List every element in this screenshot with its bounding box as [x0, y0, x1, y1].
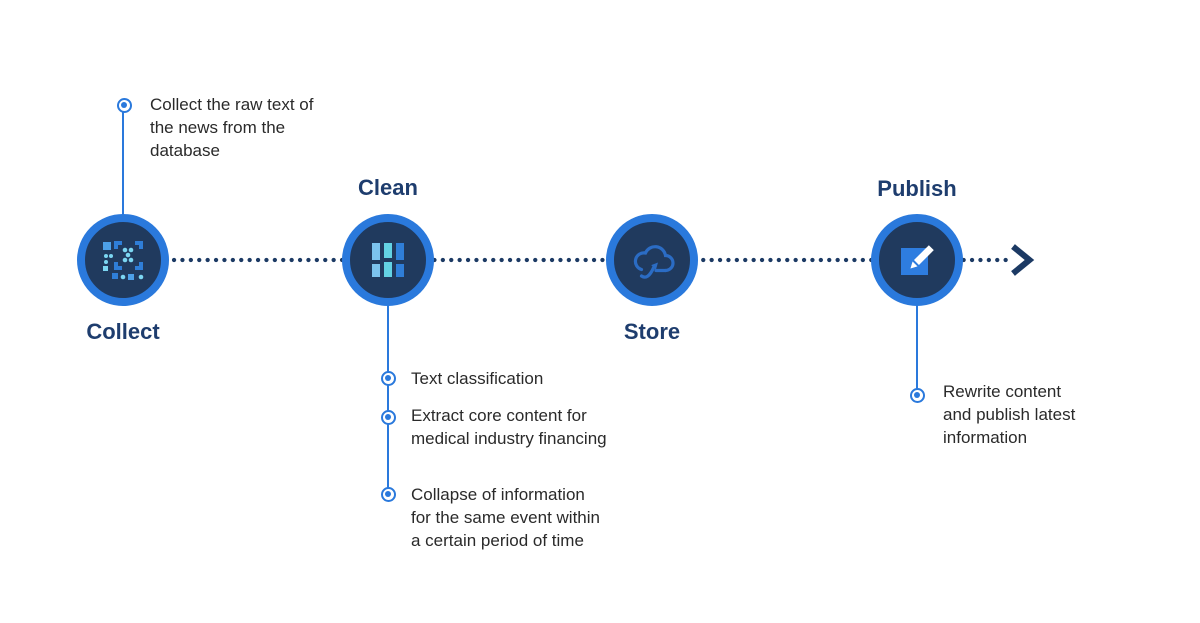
note-bullet-clean-3 — [380, 486, 396, 502]
arrow-right-icon — [1011, 244, 1035, 276]
edit-pencil-icon — [901, 245, 934, 275]
note-bullet-clean-2 — [380, 409, 396, 425]
node-store — [606, 214, 698, 306]
filter-columns-icon — [372, 243, 404, 277]
node-collect — [77, 214, 169, 306]
note-clean-1: Text classification — [411, 369, 544, 388]
node-publish — [871, 214, 963, 306]
stage-label-store: Store — [623, 319, 681, 344]
connector-clean — [387, 303, 389, 495]
note-collect: Collect the raw text of the news from th… — [150, 95, 314, 160]
note-bullet-collect — [116, 97, 132, 113]
note-clean-2: Extract core content for medical industr… — [411, 406, 607, 448]
cloud-upload-icon — [633, 245, 675, 279]
qr-scan-icon — [103, 241, 144, 280]
note-clean-3: Collapse of information for the same eve… — [411, 485, 600, 550]
note-publish: Rewrite content and publish latest infor… — [943, 382, 1076, 447]
connector-publish — [916, 303, 918, 396]
connector-collect — [122, 105, 124, 216]
note-bullet-clean-1 — [380, 370, 396, 386]
stage-label-clean: Clean — [358, 175, 418, 200]
note-bullet-publish — [909, 387, 925, 403]
stage-label-collect: Collect — [86, 319, 160, 344]
stage-label-publish: Publish — [877, 176, 957, 201]
node-clean — [342, 214, 434, 306]
